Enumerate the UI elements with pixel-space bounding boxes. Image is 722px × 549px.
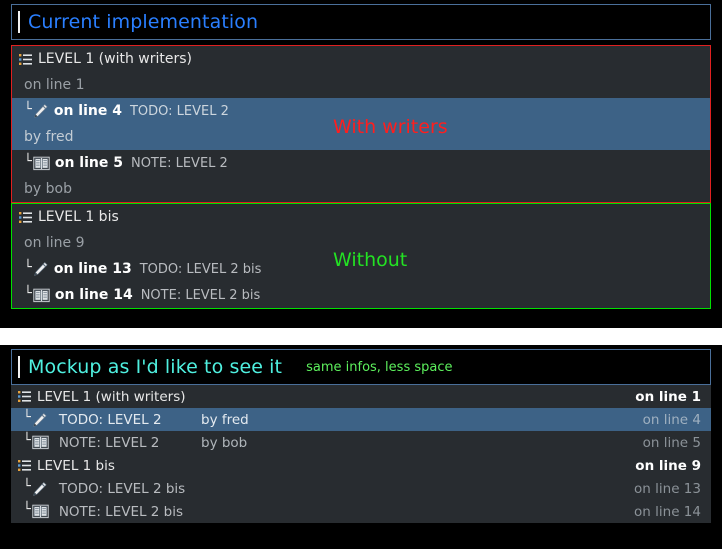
- pencil-icon: [32, 481, 48, 497]
- tree-elbow-icon: └: [23, 502, 31, 517]
- list-item-label: NOTE: LEVEL 2 bis: [58, 503, 184, 520]
- tree-elbow-icon: └: [24, 153, 32, 169]
- tree-row-note-level2[interactable]: └: [12, 150, 710, 176]
- text-caret: [18, 356, 20, 378]
- pencil-icon: [33, 261, 49, 277]
- tree-row-label: NOTE: LEVEL 2 bis: [140, 287, 261, 303]
- group-without-writers: LEVEL 1 bis on line 9 └ on line 13 TODO:…: [11, 203, 711, 309]
- list-item[interactable]: └ TODO: LEVEL 2 bis on line 13: [11, 477, 711, 500]
- list-item-lineno: on line 1: [635, 388, 701, 405]
- tree-row-note-level2-bis[interactable]: └: [12, 282, 710, 308]
- tree-row-label: TODO: LEVEL 2: [129, 103, 229, 119]
- tree-row-line: on line 14: [54, 287, 133, 303]
- annotation-without: Without: [333, 249, 408, 271]
- tree-row-meta: on line 1: [24, 77, 85, 93]
- annotation-with-writers: With writers: [333, 116, 448, 138]
- tree-row-todo-level2[interactable]: └ on line 4 TODO: LEVEL 2: [12, 98, 710, 124]
- list-icon: [18, 52, 33, 67]
- list-item-label: LEVEL 1 (with writers): [37, 388, 186, 405]
- list-item[interactable]: LEVEL 1 bis on line 9: [11, 454, 711, 477]
- tree-row-meta: by bob: [24, 181, 72, 197]
- list-item-lineno: on line 13: [634, 480, 701, 497]
- tree-row-line: on line 13: [53, 261, 132, 277]
- tree-elbow-icon: └: [24, 285, 32, 301]
- tree-row-label: TODO: LEVEL 2 bis: [139, 261, 262, 277]
- tree-row-level1[interactable]: LEVEL 1 (with writers): [12, 46, 710, 72]
- text-caret: [18, 11, 20, 33]
- mockup-subnote: same infos, less space: [306, 359, 453, 375]
- pencil-icon: [33, 103, 49, 119]
- tree-elbow-icon: └: [24, 259, 32, 275]
- list-item-writer: by fred: [201, 411, 249, 428]
- panel-mockup: Mockup as I'd like to see it same infos,…: [0, 345, 722, 549]
- tree-row-label: NOTE: LEVEL 2: [130, 155, 228, 171]
- book-icon: [33, 156, 50, 171]
- panel-mockup-title-bar: Mockup as I'd like to see it same infos,…: [11, 349, 711, 385]
- list-item[interactable]: └ TODO: LEVEL 2 by fred on line 4: [11, 408, 711, 431]
- tree-elbow-icon: └: [24, 101, 32, 117]
- panel-current-title-bar: Current implementation: [11, 4, 711, 40]
- tree-row-level1-bis[interactable]: LEVEL 1 bis: [12, 204, 710, 230]
- list-item[interactable]: LEVEL 1 (with writers) on line 1: [11, 385, 711, 408]
- tree-row-meta: on line 9: [24, 235, 85, 251]
- list-item-lineno: on line 4: [642, 411, 701, 428]
- mockup-list: LEVEL 1 (with writers) on line 1 └ TODO:…: [11, 385, 711, 523]
- tree-row-meta: by fred: [12, 124, 710, 150]
- list-item[interactable]: └: [11, 500, 711, 523]
- list-item-lineno: on line 14: [634, 503, 701, 520]
- list-icon: [17, 458, 32, 473]
- list-item-label: TODO: LEVEL 2: [58, 411, 162, 428]
- panel-current-implementation: Current implementation LEVEL 1 (with wri…: [0, 0, 722, 328]
- group-with-writers: LEVEL 1 (with writers) on line 1 └ on li…: [11, 45, 711, 203]
- book-icon: [33, 288, 50, 303]
- tree-row-label: LEVEL 1 bis: [38, 209, 119, 225]
- list-item-lineno: on line 9: [635, 457, 701, 474]
- list-icon: [17, 389, 32, 404]
- list-item-label: NOTE: LEVEL 2: [58, 434, 160, 451]
- tree-elbow-icon: └: [23, 433, 31, 448]
- list-item-label: TODO: LEVEL 2 bis: [58, 480, 186, 497]
- pencil-icon: [32, 412, 48, 428]
- book-icon: [32, 504, 49, 519]
- tree-elbow-icon: └: [23, 410, 31, 425]
- list-item-writer: by bob: [201, 434, 248, 451]
- page-title: Current implementation: [28, 11, 259, 33]
- tree-elbow-icon: └: [23, 479, 31, 494]
- list-item-label: LEVEL 1 bis: [37, 457, 115, 474]
- tree-row-line: on line 5: [54, 155, 123, 171]
- list-item-lineno: on line 5: [642, 434, 701, 451]
- tree-row-line: on line 4: [53, 103, 122, 119]
- list-item[interactable]: └: [11, 431, 711, 454]
- tree-row-todo-level2-bis[interactable]: └ on line 13 TODO: LEVEL 2 bis: [12, 256, 710, 282]
- book-icon: [32, 435, 49, 450]
- mockup-title: Mockup as I'd like to see it: [28, 356, 283, 378]
- tree-row-label: LEVEL 1 (with writers): [38, 51, 192, 67]
- list-icon: [18, 210, 33, 225]
